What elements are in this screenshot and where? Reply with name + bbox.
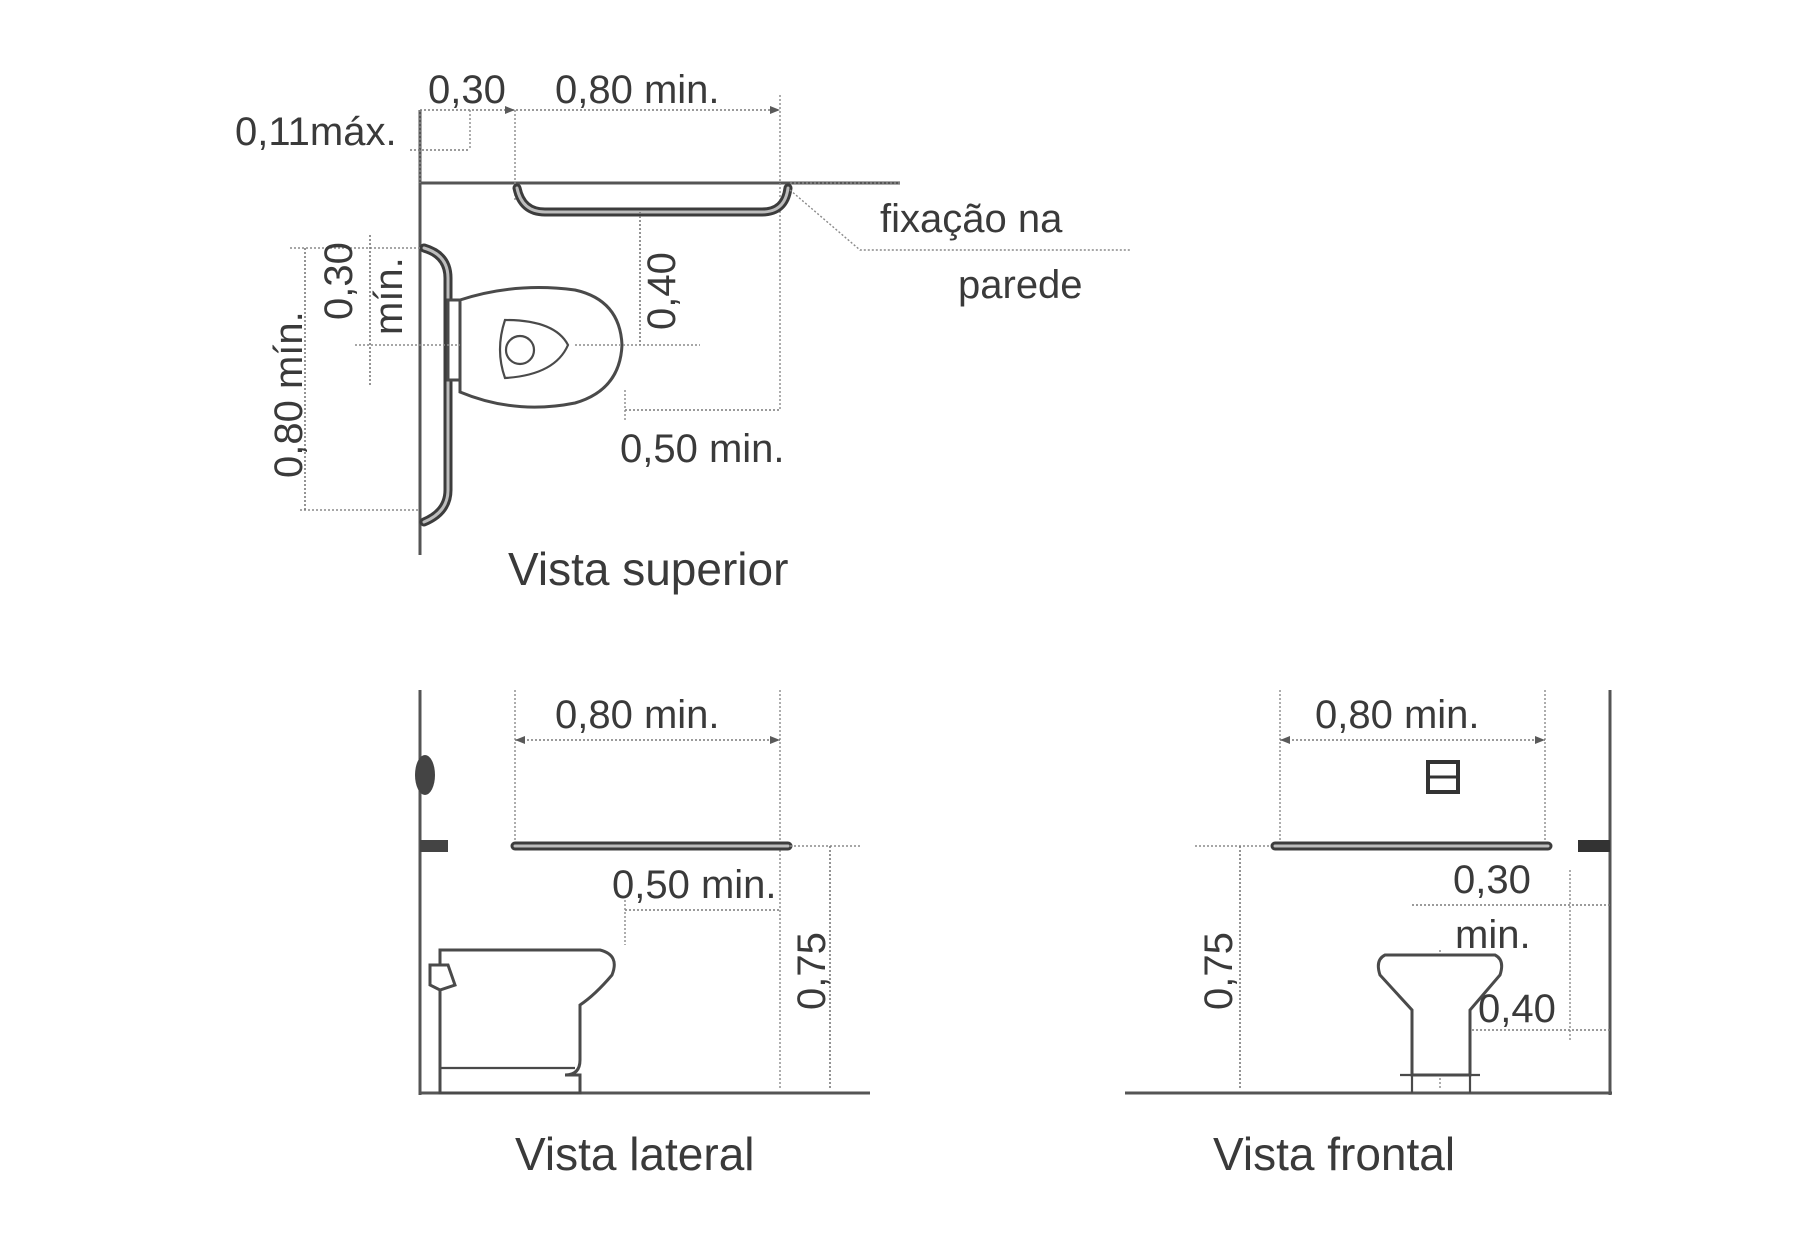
front-view: 0,80 min. 0,75 0,30 min. 0,40 Vista fron…: [1125, 690, 1612, 1180]
wall-gap-label: 0,30: [428, 68, 506, 112]
side-view: 0,80 min. 0,50 min. 0,75 Vista lateral: [415, 690, 870, 1180]
wall-offset-label: 0,11máx.: [235, 110, 397, 154]
top-view: fixação na parede 0,30 mín. 0,80 mín. 0,…: [235, 68, 1130, 595]
side-front-extension-label: 0,50 min.: [612, 863, 777, 907]
side-bar-offset-min-label: mín.: [367, 257, 411, 335]
wall-fixing-note-line1: fixação na: [880, 197, 1063, 241]
seat-depth-label: 0,40: [640, 252, 684, 330]
toilet-seat-plan: [498, 318, 570, 380]
side-bar-length-label: 0,80 min.: [555, 693, 720, 737]
side-bar-length-label: 0,80 mín.: [267, 311, 311, 478]
toilet-bowl-plan: [458, 286, 624, 409]
front-height-label: 0,75: [1197, 932, 1241, 1010]
wall-fixing-note-line2: parede: [958, 263, 1083, 307]
side-height-label: 0,75: [790, 932, 834, 1010]
toilet-tank-plan: [446, 298, 462, 382]
front-axis-offset-label: 0,40: [1478, 987, 1556, 1031]
front-extension-label: 0,50 min.: [620, 427, 785, 471]
side-bar-offset-label: 0,30: [317, 242, 361, 320]
front-side-offset-min-label: min.: [1455, 913, 1531, 957]
side-grab-bar: [419, 243, 453, 527]
front-view-title: Vista frontal: [1213, 1128, 1455, 1180]
side-view-title: Vista lateral: [515, 1128, 755, 1180]
back-grab-bar: [512, 183, 793, 217]
top-bar-length-label: 0,80 min.: [555, 68, 720, 112]
front-side-offset-label: 0,30: [1453, 858, 1531, 902]
top-view-title: Vista superior: [508, 543, 788, 595]
toilet-side-profile: [438, 948, 616, 1095]
front-bar-length-label: 0,80 min.: [1315, 693, 1480, 737]
